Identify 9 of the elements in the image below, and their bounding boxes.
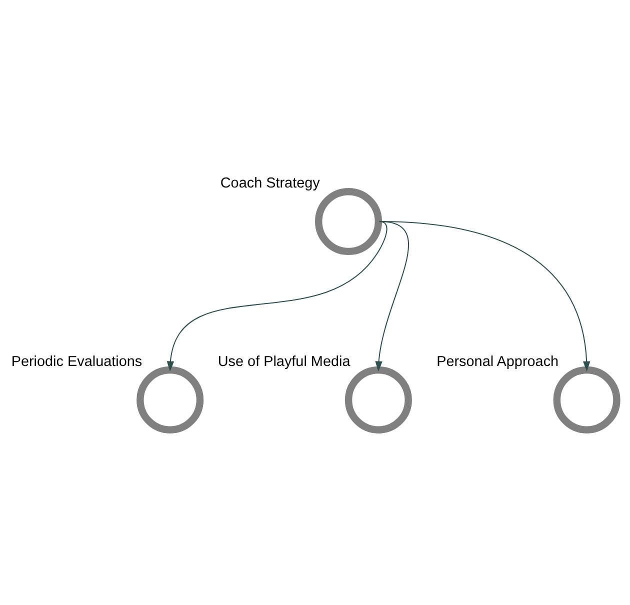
node-circle (136, 366, 204, 433)
node-label: Personal Approach (436, 354, 559, 370)
node-circle (344, 366, 412, 433)
arrow (375, 220, 410, 372)
arrow (379, 220, 590, 372)
arrow (166, 220, 388, 372)
node-label: Use of Playful Media (218, 354, 350, 370)
node-label: Periodic Evaluations (11, 354, 142, 370)
node-label: Coach Strategy (220, 175, 320, 192)
